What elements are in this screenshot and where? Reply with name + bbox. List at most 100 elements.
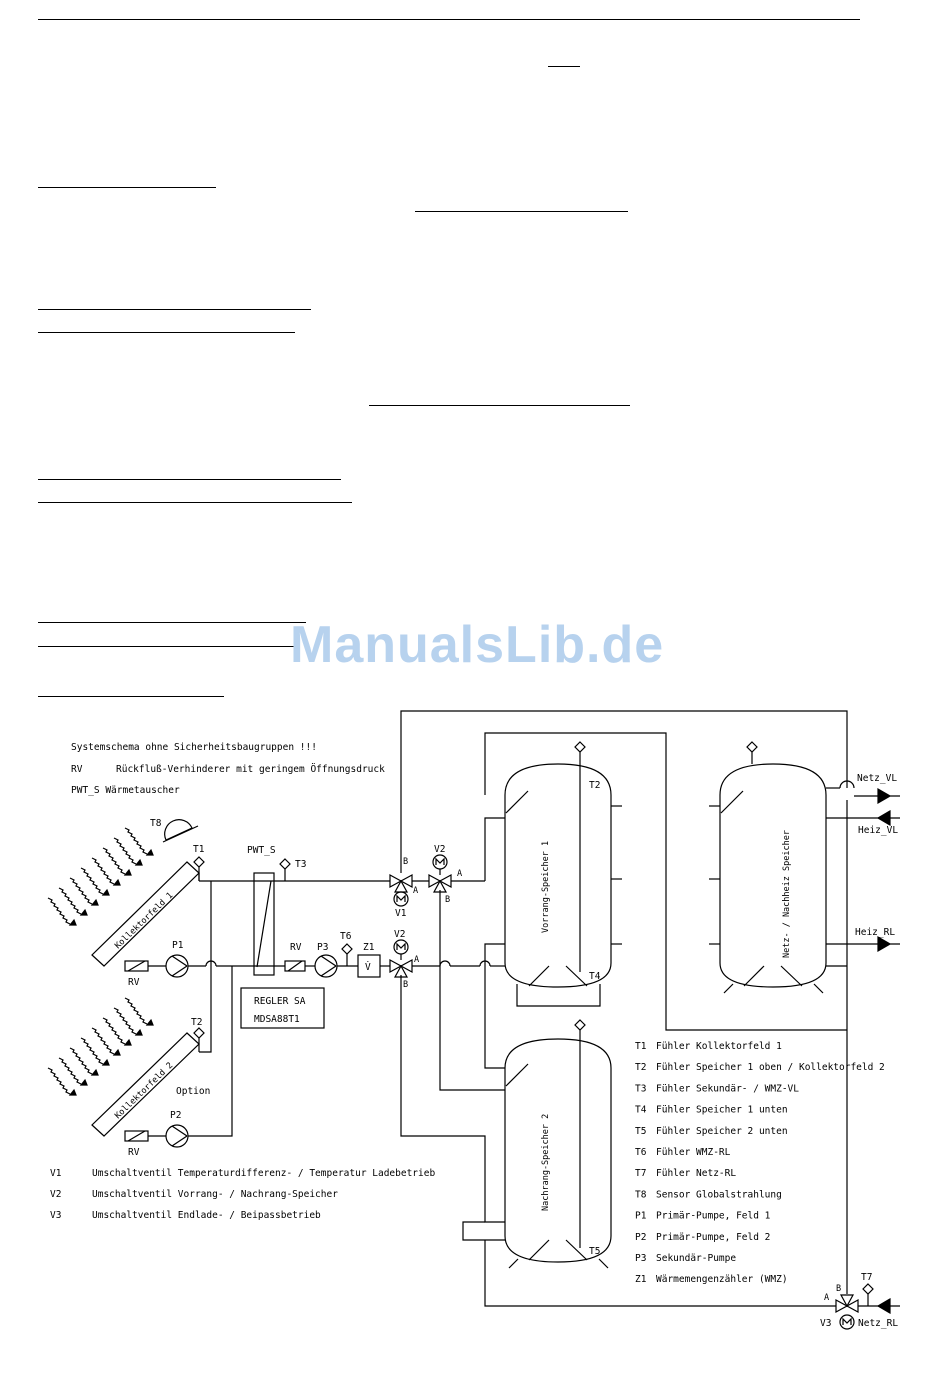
port-b: B	[445, 895, 450, 905]
legend-valve-key: V1	[50, 1168, 62, 1179]
v2-label-lower: V2	[394, 929, 405, 940]
t7-label: T7	[861, 1272, 872, 1283]
legend-key: Z1	[635, 1274, 647, 1285]
t2-tank-label: T2	[589, 780, 600, 791]
legend-valve-key: V2	[50, 1189, 61, 1200]
netz-rl-label: Netz_RL	[858, 1318, 898, 1329]
form-rule	[38, 502, 352, 503]
sensor-symbols	[193, 741, 874, 1306]
legend-text: Fühler Sekundär- / WMZ-VL	[656, 1083, 799, 1094]
legend-valves: V1 Umschaltventil Temperaturdifferenz- / …	[50, 1168, 435, 1221]
heiz-vl-label: Heiz_VL	[858, 825, 898, 836]
legend-text: Fühler Speicher 1 oben / Kollektorfeld 2	[656, 1062, 885, 1073]
form-rule	[415, 211, 628, 212]
form-rule	[38, 622, 306, 623]
form-rule	[548, 66, 580, 67]
check-valves	[124, 960, 306, 1142]
legend-key: T4	[635, 1105, 647, 1116]
controller-box	[240, 987, 325, 1029]
pump-p3	[314, 954, 338, 978]
t5-label: T5	[589, 1246, 600, 1257]
legend-text: Primär-Pumpe, Feld 1	[656, 1211, 771, 1222]
p2-label: P2	[170, 1110, 181, 1121]
collector-1-label: Kollektorfeld 1	[113, 891, 175, 952]
v3-label: V3	[820, 1318, 831, 1329]
tank-3-label: Netz- / Nachheiz Speicher	[782, 830, 792, 958]
port-a: A	[414, 955, 419, 965]
v1-label: V1	[395, 908, 407, 919]
legend-key: T1	[635, 1041, 647, 1052]
legend-key: T8	[635, 1189, 647, 1200]
legend-key: T6	[635, 1147, 647, 1158]
form-rule	[38, 479, 341, 480]
legend-text: Sekundär-Pumpe	[656, 1253, 736, 1264]
form-rule	[369, 405, 630, 406]
legend-text: Fühler Netz-RL	[656, 1168, 736, 1179]
legend-text: Fühler Speicher 2 unten	[656, 1126, 788, 1137]
v2-label-upper: V2	[434, 844, 445, 855]
legend-text: Wärmemengenzähler (WMZ)	[656, 1274, 788, 1285]
p1-label: P1	[172, 940, 184, 951]
port-a: A	[824, 1293, 829, 1303]
t8-label: T8	[150, 818, 162, 829]
port-b: B	[403, 857, 408, 867]
form-rule	[38, 696, 224, 697]
legend-key: P3	[635, 1253, 646, 1264]
port-a: A	[457, 869, 462, 879]
note-line: Systemschema ohne Sicherheitsbaugruppen …	[71, 742, 317, 753]
rv-label-2: RV	[128, 1147, 140, 1158]
legend-valve-text: Umschaltventil Endlade- / Beipassbetrieb	[92, 1210, 321, 1221]
legend-valve-key: V3	[50, 1210, 61, 1221]
legend-key: T7	[635, 1168, 646, 1179]
valve-v3	[835, 1294, 859, 1330]
form-rule	[38, 187, 216, 188]
legend-valve-text: Umschaltventil Temperaturdifferenz- / Te…	[92, 1168, 435, 1179]
valve-v2-lower	[389, 939, 413, 978]
pump-p2	[165, 1124, 189, 1148]
tank-1-label: Vorrang-Speicher 1	[541, 841, 551, 933]
legend-text: Fühler Kollektorfeld 1	[656, 1041, 782, 1052]
tank-netz-3	[709, 763, 827, 994]
legend-text: Fühler WMZ-RL	[656, 1147, 731, 1158]
heat-exchanger-pwt	[253, 872, 275, 976]
heiz-rl-label: Heiz_RL	[855, 927, 895, 938]
collector-2-label: Kollektorfeld 2	[113, 1061, 175, 1122]
watermark: ManualsLib.de	[290, 616, 665, 674]
controller-label-1: REGLER SA	[254, 996, 306, 1007]
form-rule	[38, 646, 300, 647]
controller-label-2: MDSA88T1	[254, 1014, 300, 1025]
t1-label: T1	[193, 844, 205, 855]
valve-v1	[389, 873, 413, 907]
t8-radiation-sensor	[162, 819, 199, 843]
tank-priority-1	[504, 763, 622, 1007]
p3-label: P3	[317, 942, 328, 953]
port-b: B	[403, 980, 408, 990]
t4-label: T4	[589, 971, 601, 982]
pwt-label: PWT_S	[247, 845, 276, 856]
t3-label: T3	[295, 859, 306, 870]
legend-key: T5	[635, 1126, 646, 1137]
t2-label: T2	[191, 1017, 202, 1028]
note-rv-text: Rückfluß-Verhinderer mit geringem Öffnun…	[116, 764, 385, 775]
form-rule	[38, 332, 295, 333]
legend-key: T3	[635, 1083, 646, 1094]
port-b: B	[836, 1284, 841, 1294]
header-rule	[38, 19, 860, 20]
form-rule	[38, 309, 311, 310]
legend-text: Fühler Speicher 1 unten	[656, 1105, 788, 1116]
legend-key: T2	[635, 1062, 646, 1073]
legend-key: P2	[635, 1232, 646, 1243]
port-a: A	[413, 886, 418, 896]
rv-label-3: RV	[290, 942, 302, 953]
legend-text: Primär-Pumpe, Feld 2	[656, 1232, 770, 1243]
note-rv-key: RV	[71, 764, 83, 775]
netz-vl-label: Netz_VL	[857, 773, 897, 784]
pump-p1	[165, 954, 189, 978]
tank-2-label: Nachrang-Speicher 2	[541, 1114, 551, 1211]
t6-label: T6	[340, 931, 352, 942]
tank-secondary-2	[504, 1038, 612, 1269]
rv-label-1: RV	[128, 977, 140, 988]
valve-v2-upper	[428, 854, 452, 893]
